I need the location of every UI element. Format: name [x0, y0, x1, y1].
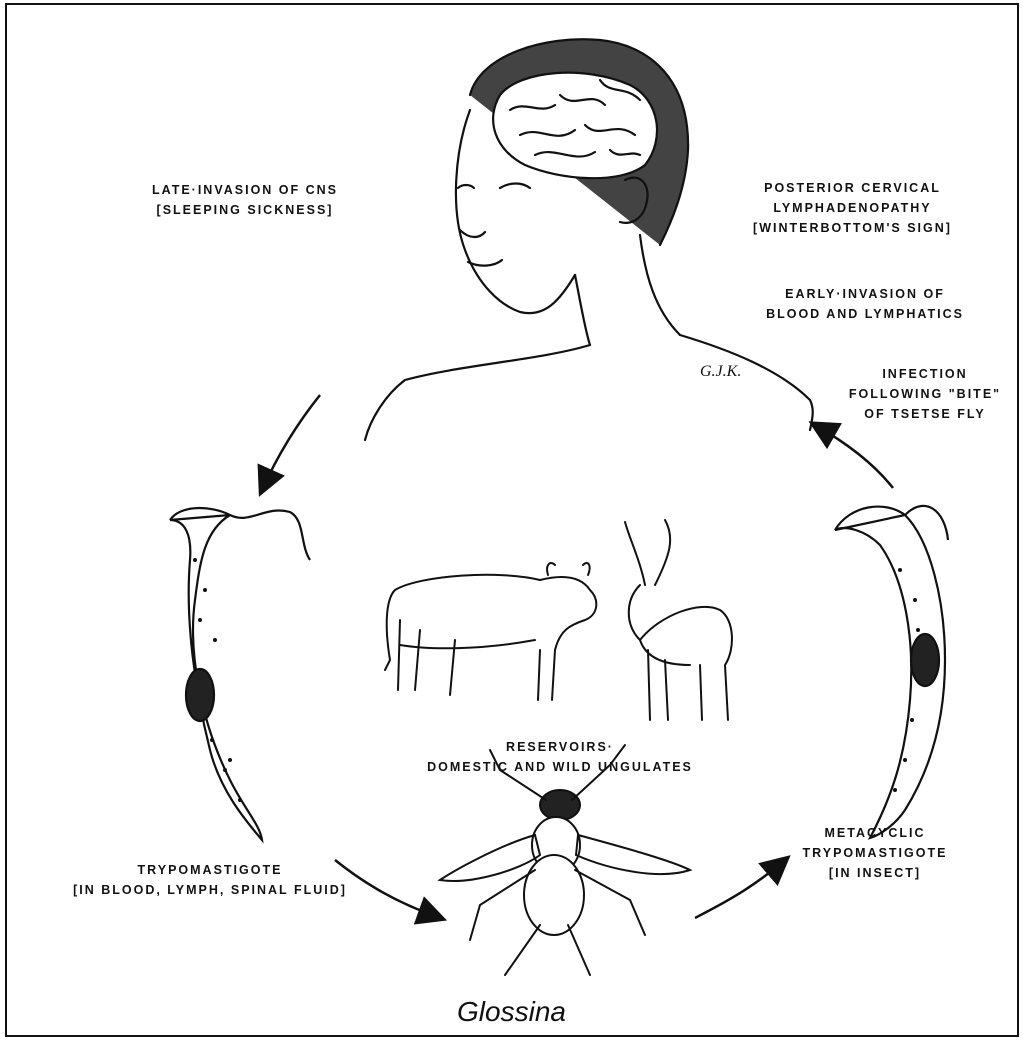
label-infection-tsetse-bite: INFECTION FOLLOWING "BITE" OF TSETSE FLY	[840, 364, 1010, 424]
antelope-reservoir-figure	[625, 520, 732, 720]
label-trypomastigote: TRYPOMASTIGOTE [IN BLOOD, LYMPH, SPINAL …	[20, 860, 400, 900]
label-metacyclic-trypomastigote: METACYCLIC TRYPOMASTIGOTE [IN INSECT]	[770, 823, 980, 883]
arrow-human-to-trypomastigote	[262, 395, 320, 490]
label-late-invasion: LATE·INVASION OF CNS [SLEEPING SICKNESS]	[115, 180, 375, 220]
label-posterior-cervical: POSTERIOR CERVICAL LYMPHADENOPATHY [WINT…	[720, 178, 985, 238]
artist-signature: G.J.K.	[700, 363, 741, 380]
label-reservoirs: RESERVOIRS· DOMESTIC AND WILD UNGULATES	[370, 737, 750, 777]
arrow-metacyclic-to-human	[815, 425, 893, 488]
tsetse-fly-glossina-figure	[440, 745, 690, 975]
cow-reservoir-figure	[385, 563, 596, 700]
label-glossina: Glossina	[0, 996, 1023, 1028]
metacyclic-trypomastigote-parasite-right	[835, 506, 948, 838]
label-early-invasion: EARLY·INVASION OF BLOOD AND LYMPHATICS	[725, 284, 1005, 324]
trypomastigote-parasite-left	[170, 508, 310, 840]
human-patient-figure	[365, 39, 813, 440]
